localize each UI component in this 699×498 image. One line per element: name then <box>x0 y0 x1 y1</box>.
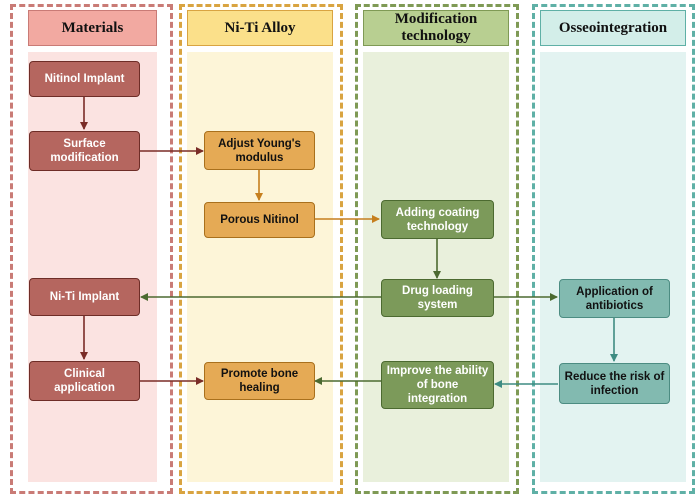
materials-lane-fill <box>28 52 157 482</box>
adding-coating-node: Adding coating technology <box>381 200 494 239</box>
niti-implant-node: Ni-Ti Implant <box>29 278 140 316</box>
materials-header: Materials <box>28 10 157 46</box>
modification-lane-fill <box>363 52 509 482</box>
nitinol-implant-node: Nitinol Implant <box>29 61 140 97</box>
osseo-header: Osseointegration <box>540 10 686 46</box>
osseo-lane-fill <box>540 52 686 482</box>
promote-bone-node: Promote bone healing <box>204 362 315 400</box>
drug-loading-node: Drug loading system <box>381 279 494 317</box>
adjust-youngs-node: Adjust Young's modulus <box>204 131 315 170</box>
modification-header: Modification technology <box>363 10 509 46</box>
niti-lane-fill <box>187 52 333 482</box>
modification-lane <box>355 4 519 494</box>
niti-lane <box>179 4 343 494</box>
osseo-lane <box>532 4 695 494</box>
reduce-risk-node: Reduce the risk of infection <box>559 363 670 404</box>
application-antibiotics-node: Application of antibiotics <box>559 279 670 318</box>
niti-header: Ni-Ti Alloy <box>187 10 333 46</box>
clinical-application-node: Clinical application <box>29 361 140 401</box>
materials-lane <box>10 4 173 494</box>
improve-ability-node: Improve the ability of bone integration <box>381 361 494 409</box>
surface-modification-node: Surface modification <box>29 131 140 171</box>
porous-nitinol-node: Porous Nitinol <box>204 202 315 238</box>
